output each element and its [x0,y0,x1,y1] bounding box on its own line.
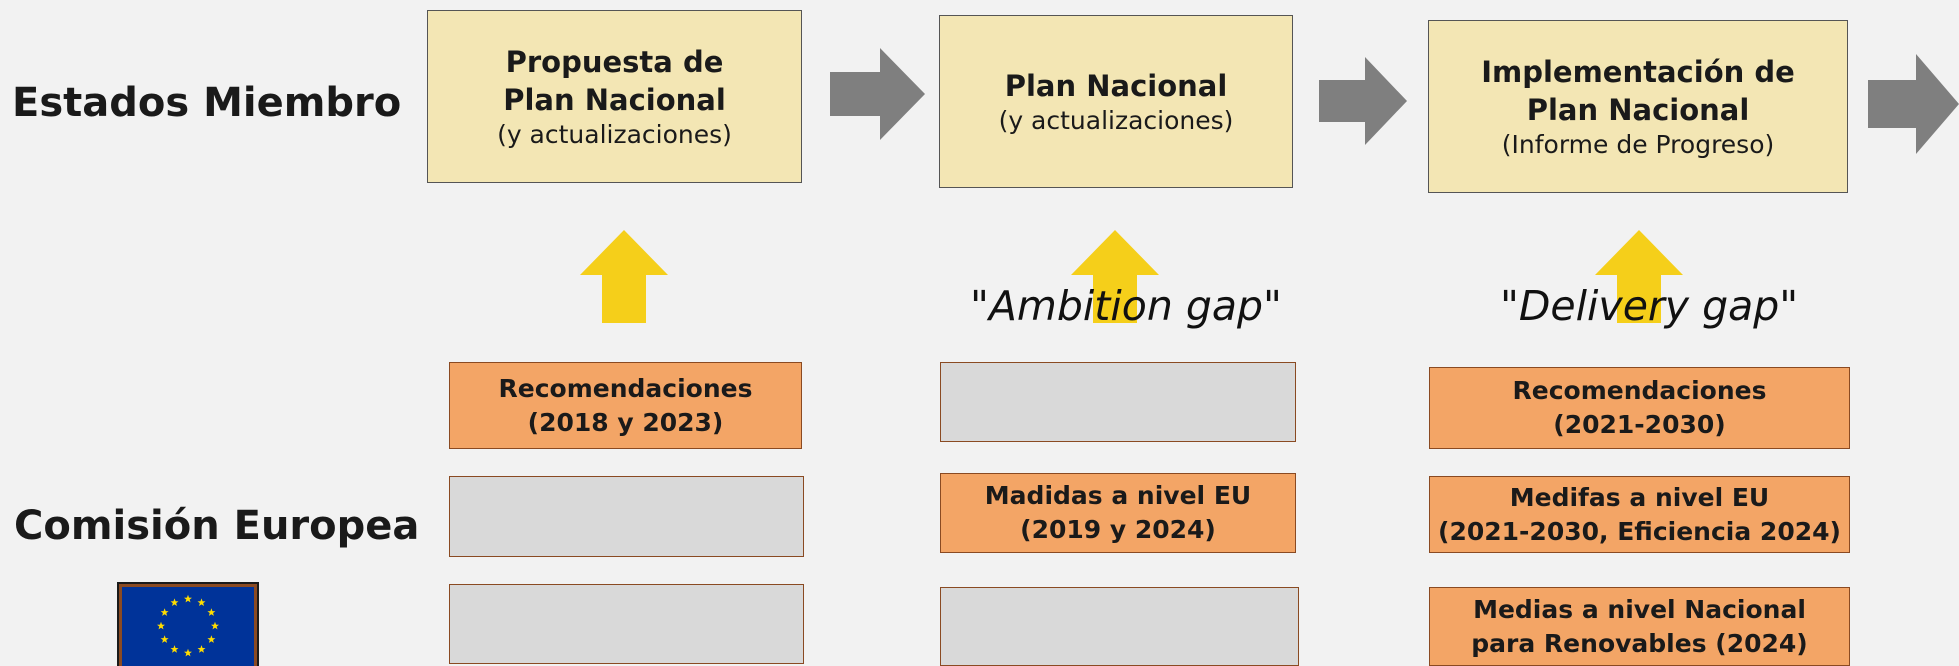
eu-star-icon [184,594,192,603]
stage-title: Plan Nacional [1004,69,1228,103]
stage-subtitle: (y actualizaciones) [497,120,732,149]
stage-title: Propuesta de Plan Nacional [503,45,726,117]
recommendations-box: Recomendaciones (2018 y 2023) [449,362,802,449]
eu-star-icon [211,621,219,630]
eu-star-icon [160,608,169,616]
empty-box [940,362,1296,442]
empty-box [449,584,804,664]
eu-star-icon [207,608,216,616]
arrow-right-icon [1319,57,1407,145]
empty-box [449,476,804,557]
eu-star-icon [157,621,165,630]
ambition-gap-label: "Ambition gap" [970,282,1282,330]
row-label-commission: Comisión Europea [14,503,420,549]
stage-subtitle: (y actualizaciones) [998,106,1234,135]
eu-measures-box: Madidas a nivel EU (2019 y 2024) [940,473,1296,553]
arrow-up-icon [1071,230,1159,323]
eu-star-icon [170,598,179,607]
arrow-up-icon [1595,230,1683,323]
eu-star-icon [197,598,206,607]
arrow-right-icon [830,48,925,140]
stage-box-implementation: Implementación de Plan Nacional (Informe… [1428,20,1848,193]
eu-star-icon [170,645,179,653]
national-measures-box: Medias a nivel Nacional para Renovables … [1429,587,1850,666]
delivery-gap-label: "Delivery gap" [1500,282,1799,330]
eu-measures-box: Medifas a nivel EU (2021-2030, Eficienci… [1429,476,1850,553]
row-label-members: Estados Miembro [12,80,402,126]
empty-box [940,587,1299,666]
eu-star-icon [160,635,169,643]
stage-box-plan: Plan Nacional (y actualizaciones) [939,15,1293,188]
recommendations-box: Recomendaciones (2021-2030) [1429,367,1850,449]
eu-star-icon [197,645,206,653]
arrow-up-icon [580,230,668,323]
eu-star-icon [184,648,192,657]
stage-box-proposal: Propuesta de Plan Nacional (y actualizac… [427,10,802,183]
stage-subtitle: (Informe de Progreso) [1501,130,1775,159]
stage-title: Implementación de Plan Nacional [1481,55,1795,127]
arrow-right-icon [1868,54,1959,154]
eu-flag-icon [117,582,259,666]
eu-star-icon [207,635,216,643]
